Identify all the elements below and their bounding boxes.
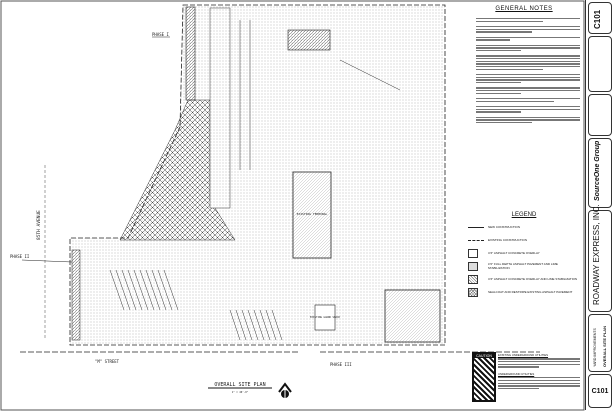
north-arrow-icon	[278, 382, 292, 398]
caution-heading: EXISTING UNDERGROUND UTILITIES	[498, 353, 549, 357]
phase2-label: PHASE II	[10, 254, 30, 259]
legend-item: NEW CONSTRUCTION	[468, 223, 580, 231]
note-item	[468, 18, 580, 22]
firm-logo-cell: SourceOne Group	[588, 138, 612, 208]
client-cell: ROADWAY EXPRESS, INC.	[588, 204, 612, 312]
sheet-border	[0, 0, 585, 411]
note-item	[468, 87, 580, 95]
phase1-label: PHASE I	[152, 32, 169, 37]
note-item	[468, 25, 580, 33]
note-item	[468, 36, 580, 41]
legend-item: SEALCOAT AND RESTRIPE EXISTING ASPHALT P…	[468, 287, 580, 297]
legend-label: SEALCOAT AND RESTRIPE EXISTING ASPHALT P…	[488, 290, 573, 294]
plain-box-symbol	[468, 248, 478, 258]
site-boundary	[69, 4, 446, 346]
legend-label: NEW CONSTRUCTION	[488, 225, 520, 229]
sheet-number: C101	[591, 387, 609, 395]
terminal-label: EXISTING TERMINAL	[297, 212, 328, 216]
legend-item: 3.5" FULL DEPTH ASPHALT PAVEMENT AND LIM…	[468, 261, 580, 271]
general-notes-title: GENERAL NOTES	[495, 6, 553, 12]
dotted-box-symbol	[468, 261, 478, 271]
existing-terminal-hatch	[293, 172, 331, 258]
title-block: C101 SourceOne Group ROADWAY EXPRESS, IN…	[585, 0, 613, 410]
revisions-cell	[588, 36, 612, 92]
existing-building	[287, 29, 331, 51]
legend-label: 3.5" ASPHALT CONCRETE OVERLAY	[488, 251, 540, 255]
left-building	[71, 249, 81, 341]
legend-title: LEGEND	[511, 212, 537, 218]
caution-label: CAUTION	[474, 354, 494, 358]
sheet-number: C101	[593, 9, 602, 29]
caution-box: CAUTION	[472, 352, 496, 402]
legend-item: EXISTING CONSTRUCTION	[468, 236, 580, 244]
note-item	[468, 44, 580, 52]
note-item	[468, 116, 580, 124]
project-cell: YARD IMPROVEMENTS OVERALL SITE PLAN	[588, 314, 612, 372]
legend-item: 3.5" ASPHALT CONCRETE OVERLAY	[468, 248, 580, 258]
street-label: "M" STREET	[95, 359, 120, 364]
legend-label: EXISTING CONSTRUCTION	[488, 238, 528, 242]
legend-label: 3.5" ASPHALT CONCRETE OVERLAY AND LIME S…	[488, 277, 578, 281]
guard-shack-label: EXISTING GUARD SHACK	[310, 315, 341, 319]
hatched-box-symbol	[468, 274, 478, 284]
note-item	[468, 74, 580, 84]
firm-logo: SourceOne Group	[594, 140, 601, 201]
drawing-info-cell	[588, 94, 612, 136]
legend-item: 3.5" ASPHALT CONCRETE OVERLAY AND LIME S…	[468, 274, 580, 284]
sheet-number-bottom: C101	[588, 374, 612, 408]
avenue-label: 85TH AVENUE	[36, 210, 42, 240]
dashed-line-symbol	[468, 239, 484, 241]
legend: LEGEND NEW CONSTRUCTION EXISTING CONSTRU…	[468, 212, 580, 301]
cross-box-symbol	[468, 287, 478, 297]
note-item	[468, 98, 580, 103]
phase3-label: PHASE III	[330, 362, 352, 367]
note-item	[468, 55, 580, 71]
phase2-leader	[21, 259, 73, 263]
sheet-number-top: C101	[588, 2, 612, 34]
legend-label: 3.5" FULL DEPTH ASPHALT PAVEMENT AND LIM…	[487, 262, 558, 270]
plan-title: OVERALL SITE PLAN	[214, 382, 265, 388]
caution-heading: UNDERGROUND UTILITIES	[498, 371, 535, 376]
general-notes: GENERAL NOTES	[468, 6, 580, 127]
parking-strip-fill	[210, 8, 230, 208]
note-item	[468, 106, 580, 113]
guard-shack	[314, 304, 336, 331]
parking-stripes	[109, 20, 401, 341]
solid-line-symbol	[468, 226, 484, 228]
caution-text: EXISTING UNDERGROUND UTILITIES UNDERGROU…	[498, 353, 580, 391]
plan-scale: 1" = 40'-0"	[232, 390, 249, 394]
right-building-hatch	[385, 290, 440, 342]
project-name: YARD IMPROVEMENTS	[593, 328, 597, 367]
existing-building-strip	[185, 6, 196, 101]
sheet-title: OVERALL SITE PLAN	[602, 325, 607, 367]
client-name: ROADWAY EXPRESS, INC.	[592, 204, 601, 305]
